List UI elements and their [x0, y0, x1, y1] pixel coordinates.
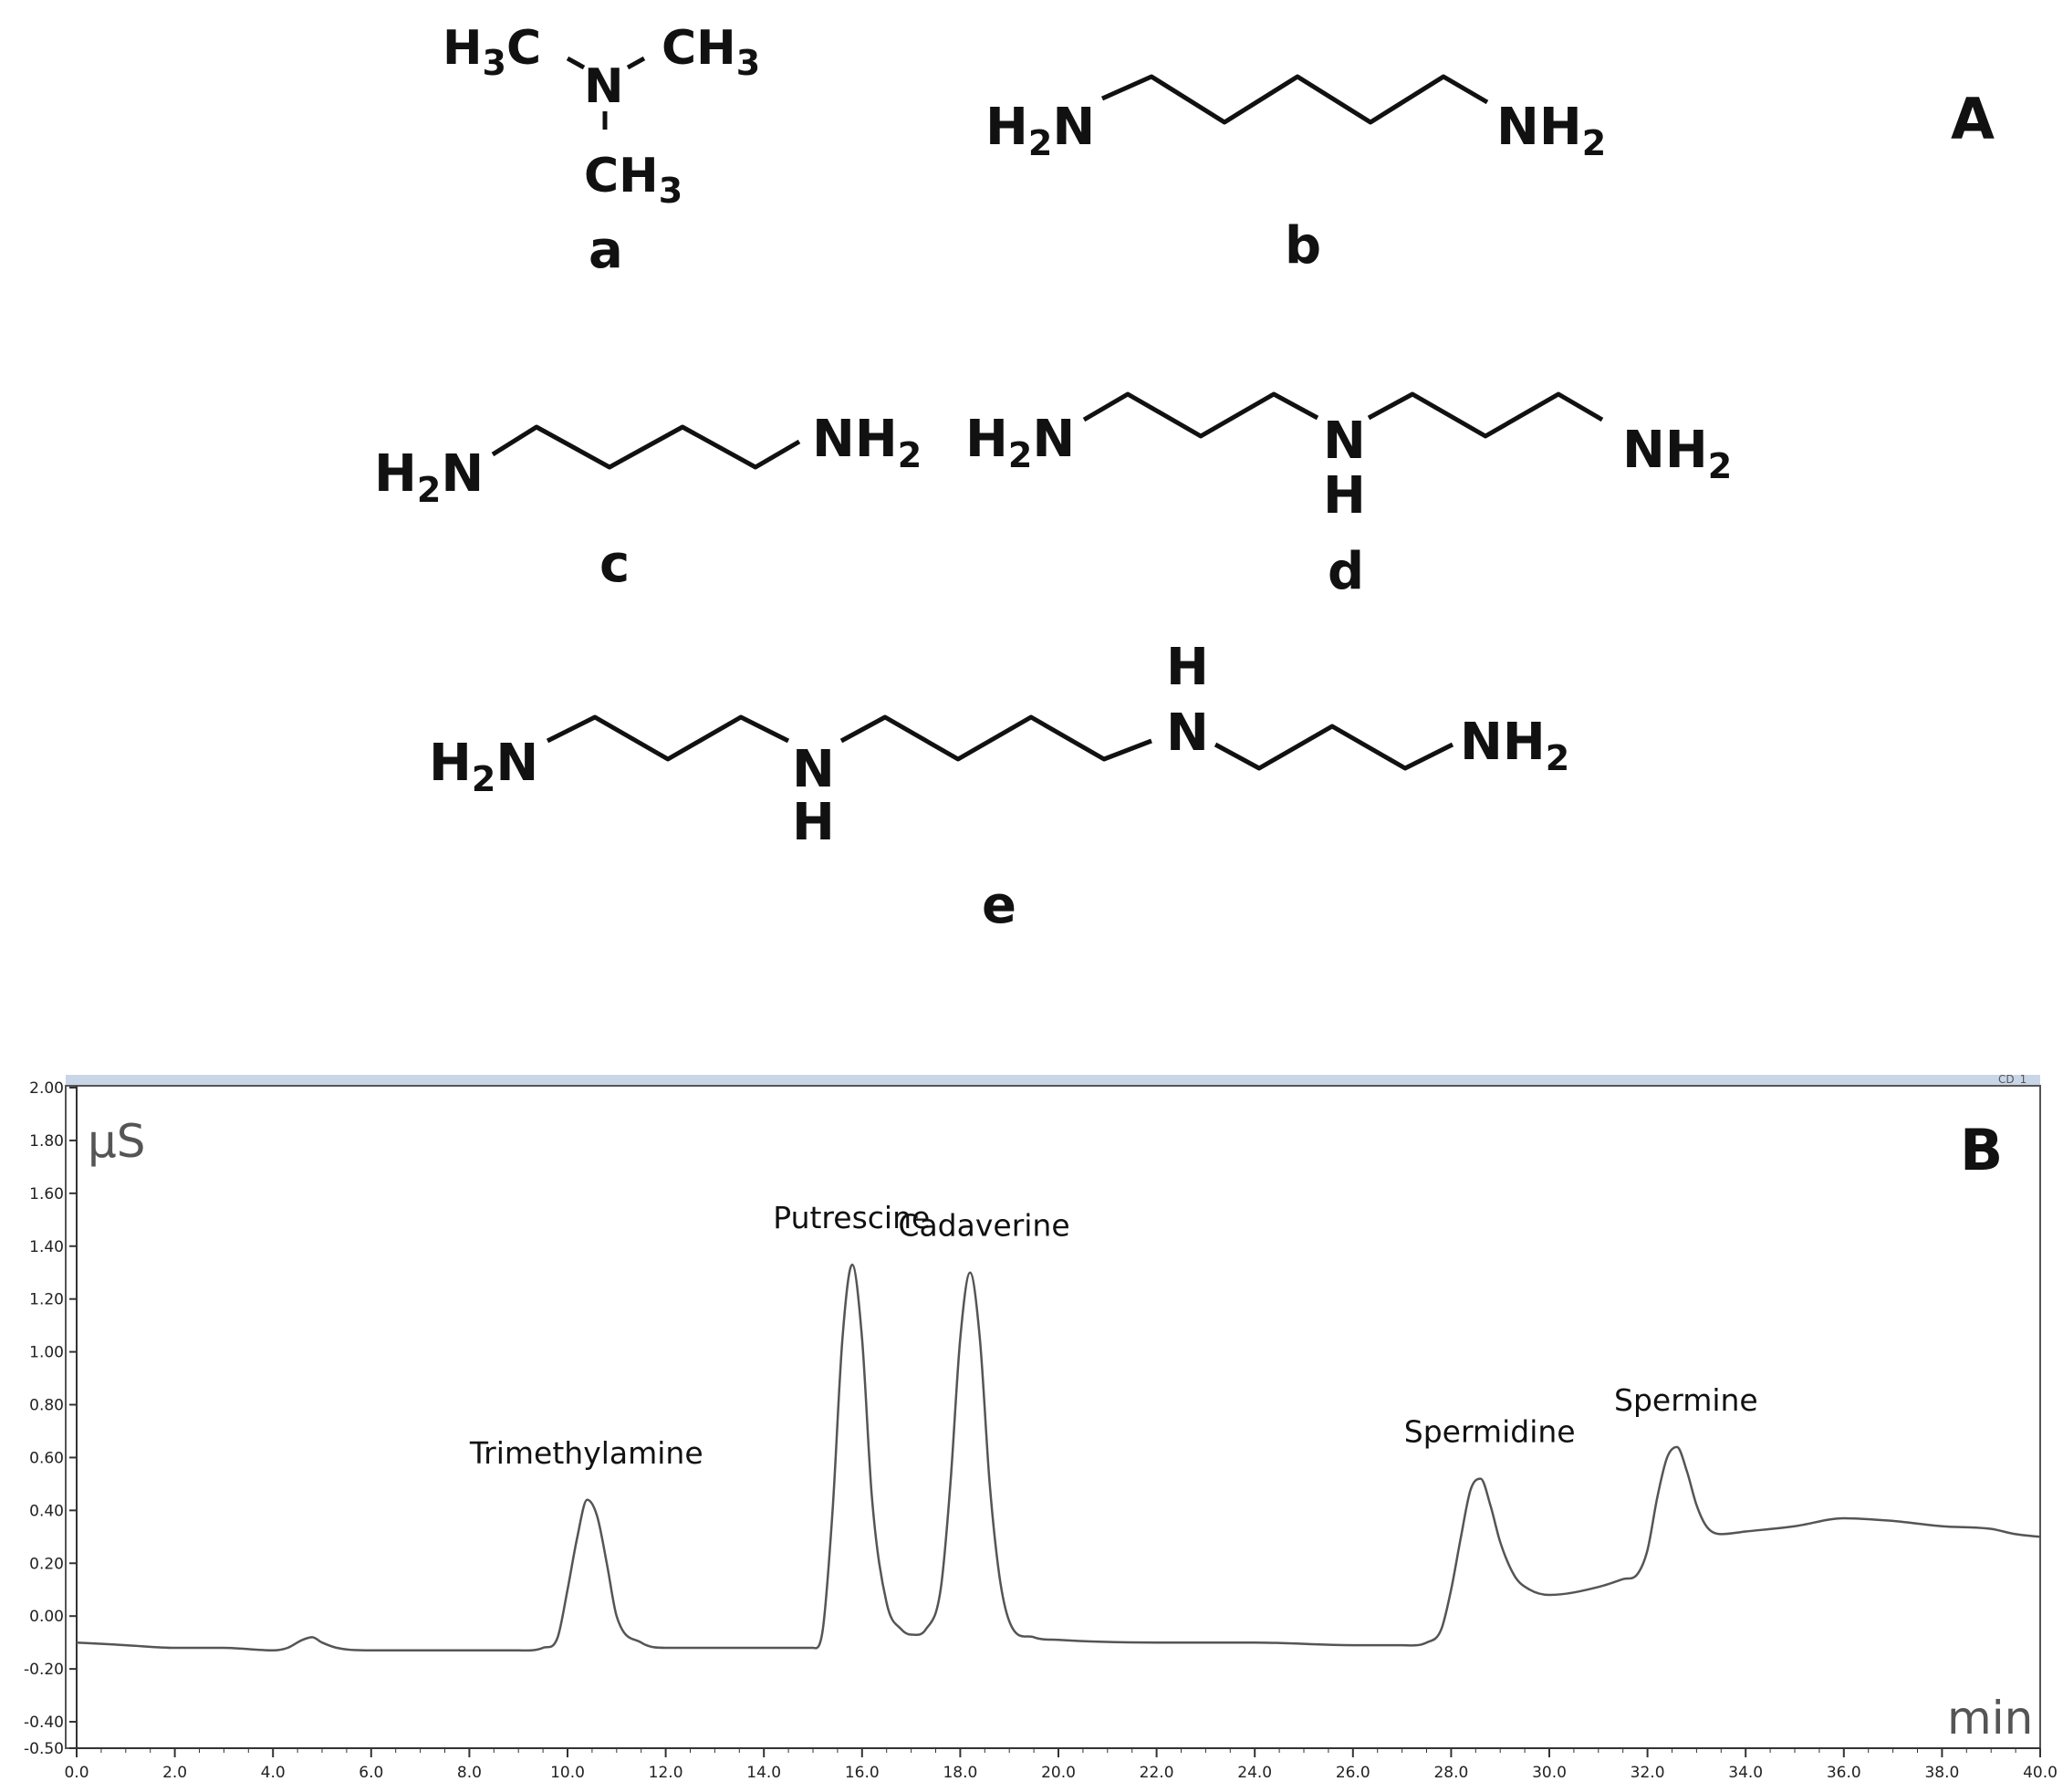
atom-n: N: [584, 59, 624, 114]
structure-label-b: b: [1285, 216, 1321, 276]
atom-h: H: [1166, 638, 1209, 697]
y-tick-label: 0.60: [29, 1449, 64, 1467]
atom-n: N: [1166, 703, 1209, 763]
atom-nh2: NH2: [1460, 713, 1569, 778]
y-tick-label: -0.50: [24, 1740, 64, 1758]
y-ticks: 2.00 1.80 1.60 1.40 1.20 1.00 0.80 0.60 0.40 0.20…: [24, 1079, 77, 1758]
x-tick-label: 24.0: [1237, 1764, 1272, 1782]
bond: [566, 56, 586, 70]
atom-ch3-right: CH3: [662, 21, 760, 83]
carbon-chain: [491, 424, 801, 470]
y-tick-label: 1.80: [29, 1132, 64, 1151]
structure-c: H2N NH2 c: [374, 410, 922, 594]
structure-d: H2N N H NH2 d: [965, 391, 1732, 601]
carbon-chain: [1367, 391, 1604, 439]
x-tick-label: 4.0: [261, 1764, 286, 1782]
x-tick-label: 12.0: [649, 1764, 683, 1782]
conductivity-trace: [76, 1263, 2041, 1652]
structure-label-e: e: [982, 876, 1016, 935]
carbon-chain: [1082, 391, 1319, 439]
structure-label-d: d: [1328, 542, 1364, 601]
atom-h2n: H2N: [985, 98, 1095, 163]
x-unit-label: min: [1947, 1692, 2033, 1745]
atom-nh2: NH2: [812, 410, 922, 475]
peak-label-trimethylamine: Trimethylamine: [469, 1435, 703, 1471]
peak-label-putrescine: Putrescine: [773, 1200, 930, 1235]
x-tick-label: 14.0: [746, 1764, 781, 1782]
y-tick-label: 0.00: [29, 1608, 64, 1626]
panel-label-a: A: [1951, 86, 1995, 152]
x-tick-label: 10.0: [550, 1764, 585, 1782]
y-tick-label: -0.40: [24, 1714, 64, 1732]
y-tick-label: 0.20: [29, 1555, 64, 1573]
atom-nh2: NH2: [1622, 421, 1732, 486]
x-tick-label: 2.0: [162, 1764, 187, 1782]
x-tick-label: 40.0: [2023, 1764, 2058, 1782]
x-tick-label: 26.0: [1336, 1764, 1370, 1782]
x-ticks: 0.0 2.0 4.0 6.0 8.0 10.0 12.0 14.0 16.0 18.0 20.0 2…: [64, 1748, 2058, 1782]
x-tick-label: 0.0: [64, 1764, 89, 1782]
carbon-chain: [1100, 74, 1489, 125]
carbon-chain: [839, 714, 1152, 762]
atom-h2n: H2N: [429, 734, 538, 799]
peak-labels: Trimethylamine PutrescineCadaverineSpermi…: [469, 1200, 1758, 1471]
x-minor-ticks: [76, 1748, 2041, 1753]
atom-h: H: [1323, 466, 1366, 526]
peak-label-spermidine: Spermidine: [1404, 1414, 1576, 1450]
atom-h2n: H2N: [965, 410, 1075, 475]
x-tick-label: 16.0: [845, 1764, 880, 1782]
panel-label-b: B: [1960, 1117, 2003, 1183]
x-tick-label: 8.0: [457, 1764, 482, 1782]
bond: [626, 56, 646, 70]
y-tick-label: 2.00: [29, 1079, 64, 1098]
y-tick-label: 1.20: [29, 1291, 64, 1309]
y-tick-label: 1.00: [29, 1344, 64, 1362]
x-tick-label: 22.0: [1140, 1764, 1174, 1782]
structure-e: H2N N H H N NH2 e: [429, 638, 1569, 935]
y-tick-label: 1.40: [29, 1238, 64, 1256]
carbon-chain: [546, 714, 790, 762]
atom-n: N: [792, 740, 835, 799]
atom-h3c: H3C: [443, 21, 541, 83]
trace-id-label: CD_1: [1998, 1073, 2027, 1086]
y-unit-label: µS: [88, 1115, 146, 1168]
y-tick-label: 0.40: [29, 1502, 64, 1520]
x-tick-label: 28.0: [1433, 1764, 1468, 1782]
peak-label-cadaverine: Cadaverine: [898, 1208, 1069, 1244]
atom-h: H: [792, 793, 835, 852]
atom-ch3-bottom: CH3: [584, 149, 682, 211]
x-tick-label: 18.0: [943, 1764, 977, 1782]
x-tick-label: 6.0: [359, 1764, 383, 1782]
x-tick-label: 34.0: [1728, 1764, 1763, 1782]
plot-frame-top: [66, 1075, 2040, 1086]
x-tick-label: 36.0: [1827, 1764, 1861, 1782]
structure-a: H3C N CH3 CH3 a: [443, 21, 760, 280]
x-tick-label: 30.0: [1532, 1764, 1567, 1782]
structure-label-c: c: [599, 535, 630, 594]
carbon-chain: [1214, 724, 1454, 771]
atom-n: N: [1323, 412, 1366, 471]
peak-label-spermine: Spermine: [1614, 1382, 1758, 1418]
x-tick-label: 32.0: [1631, 1764, 1665, 1782]
atom-h2n: H2N: [374, 444, 484, 510]
chromatogram: 2.00 1.80 1.60 1.40 1.20 1.00 0.80 0.60 0.40 0.20…: [24, 1073, 2058, 1782]
x-tick-label: 38.0: [1924, 1764, 1959, 1782]
structure-b: H2N NH2 b: [985, 74, 1606, 276]
y-tick-label: -0.20: [24, 1661, 64, 1679]
structure-label-a: a: [589, 221, 623, 280]
x-tick-label: 20.0: [1041, 1764, 1076, 1782]
y-tick-label: 1.60: [29, 1185, 64, 1203]
y-tick-label: 0.80: [29, 1397, 64, 1415]
atom-nh2: NH2: [1496, 98, 1606, 163]
